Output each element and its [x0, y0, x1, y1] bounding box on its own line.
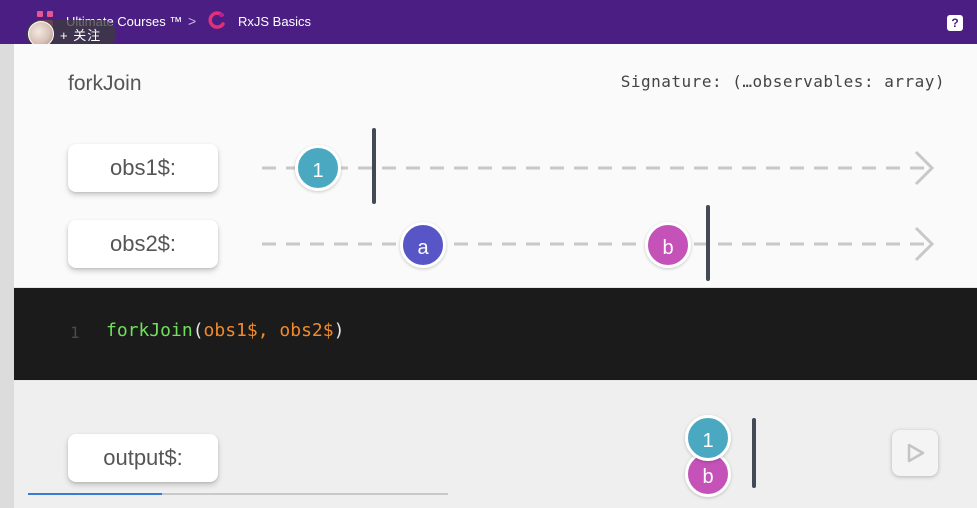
code-function-name: forkJoin: [106, 320, 193, 341]
left-edge: [0, 44, 14, 508]
slide-title: forkJoin: [68, 72, 142, 95]
obs2-arrow-icon: [914, 226, 935, 262]
play-icon: [907, 443, 925, 463]
code-arguments: obs1$, obs2$: [203, 320, 334, 341]
output-label: output$:: [68, 434, 218, 482]
breadcrumb-separator: >: [188, 13, 197, 29]
signature-text: Signature: (…observables: array): [620, 72, 945, 91]
obs1-complete-line: [372, 128, 376, 204]
output-marble-1: 1: [685, 415, 731, 461]
follow-label: + 关注: [60, 27, 102, 43]
code-open-paren: (: [192, 320, 204, 341]
follow-button[interactable]: + 关注: [26, 20, 116, 48]
code-close-paren: ): [333, 320, 345, 341]
play-button[interactable]: [892, 430, 938, 476]
obs2-label: obs2$:: [68, 220, 218, 268]
obs2-marble-b: b: [645, 222, 691, 268]
obs2-marble-a: a: [400, 222, 446, 268]
output-marble-b: b: [685, 451, 731, 497]
code-line: forkJoin(obs1$, obs2$): [106, 320, 344, 341]
obs2-complete-line: [706, 205, 710, 281]
obs1-marble-1: 1: [295, 145, 341, 191]
video-progress-fill[interactable]: [28, 493, 163, 495]
code-line-number: 1: [70, 323, 80, 342]
video-progress-track[interactable]: [28, 493, 448, 495]
breadcrumb-rxjs-basics[interactable]: RxJS Basics: [238, 14, 311, 29]
help-button[interactable]: ?: [947, 15, 963, 31]
course-topbar: Ultimate Courses ™ > RxJS Basics ?: [0, 0, 977, 44]
code-panel: [14, 288, 977, 380]
obs1-label: obs1$:: [68, 144, 218, 192]
rxjs-logo-icon: [208, 11, 225, 29]
output-complete-line: [752, 418, 756, 488]
obs1-arrow-icon: [914, 150, 935, 186]
